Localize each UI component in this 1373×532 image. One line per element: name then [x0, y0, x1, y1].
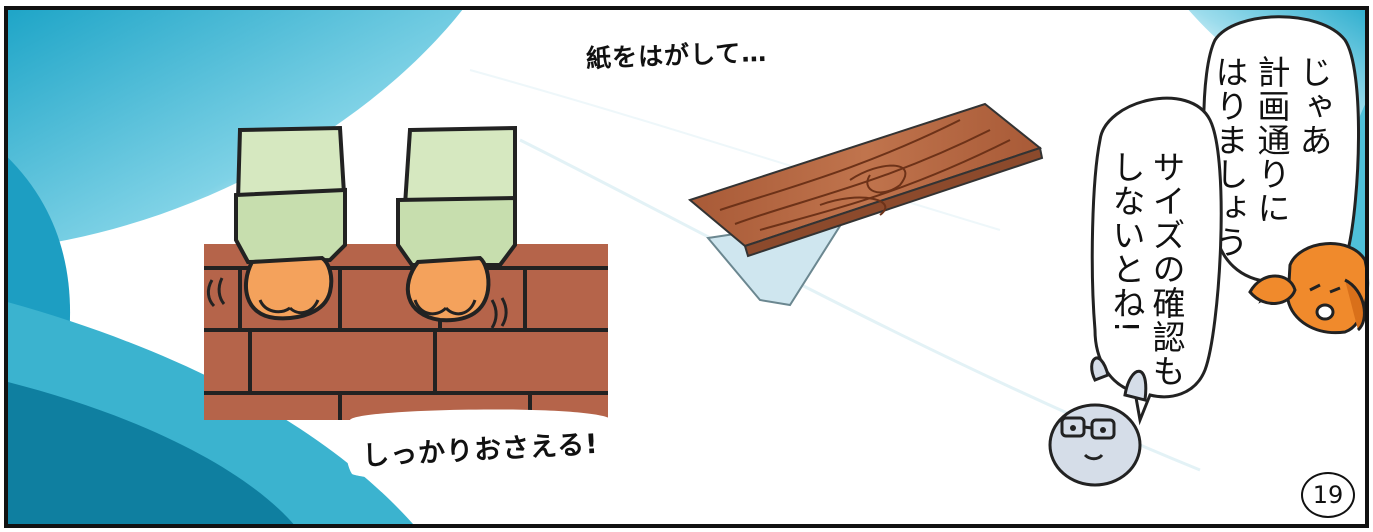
dog-character [1248, 242, 1370, 335]
caption-top: 紙をはがして… [585, 37, 768, 74]
rabbit-character [1048, 356, 1148, 487]
bubble-rabbit-line-2: しないとね! [1107, 150, 1146, 335]
bubble-dog-line-2: 計画通りに [1252, 55, 1291, 225]
bubble-dog-line-3: はりましょう [1210, 55, 1249, 259]
bubble-dog-line-1: じゃあ [1294, 55, 1333, 157]
panel-frame [4, 6, 1369, 528]
page-number-badge: 19 [1301, 472, 1355, 518]
bubble-rabbit-line-1: サイズの確認も [1147, 150, 1186, 388]
wood-plank-illustration [687, 102, 1044, 307]
caption-bubble-bottom [345, 409, 615, 482]
speech-bubble-rabbit [1090, 96, 1223, 426]
brick-wall-illustration [204, 125, 608, 420]
